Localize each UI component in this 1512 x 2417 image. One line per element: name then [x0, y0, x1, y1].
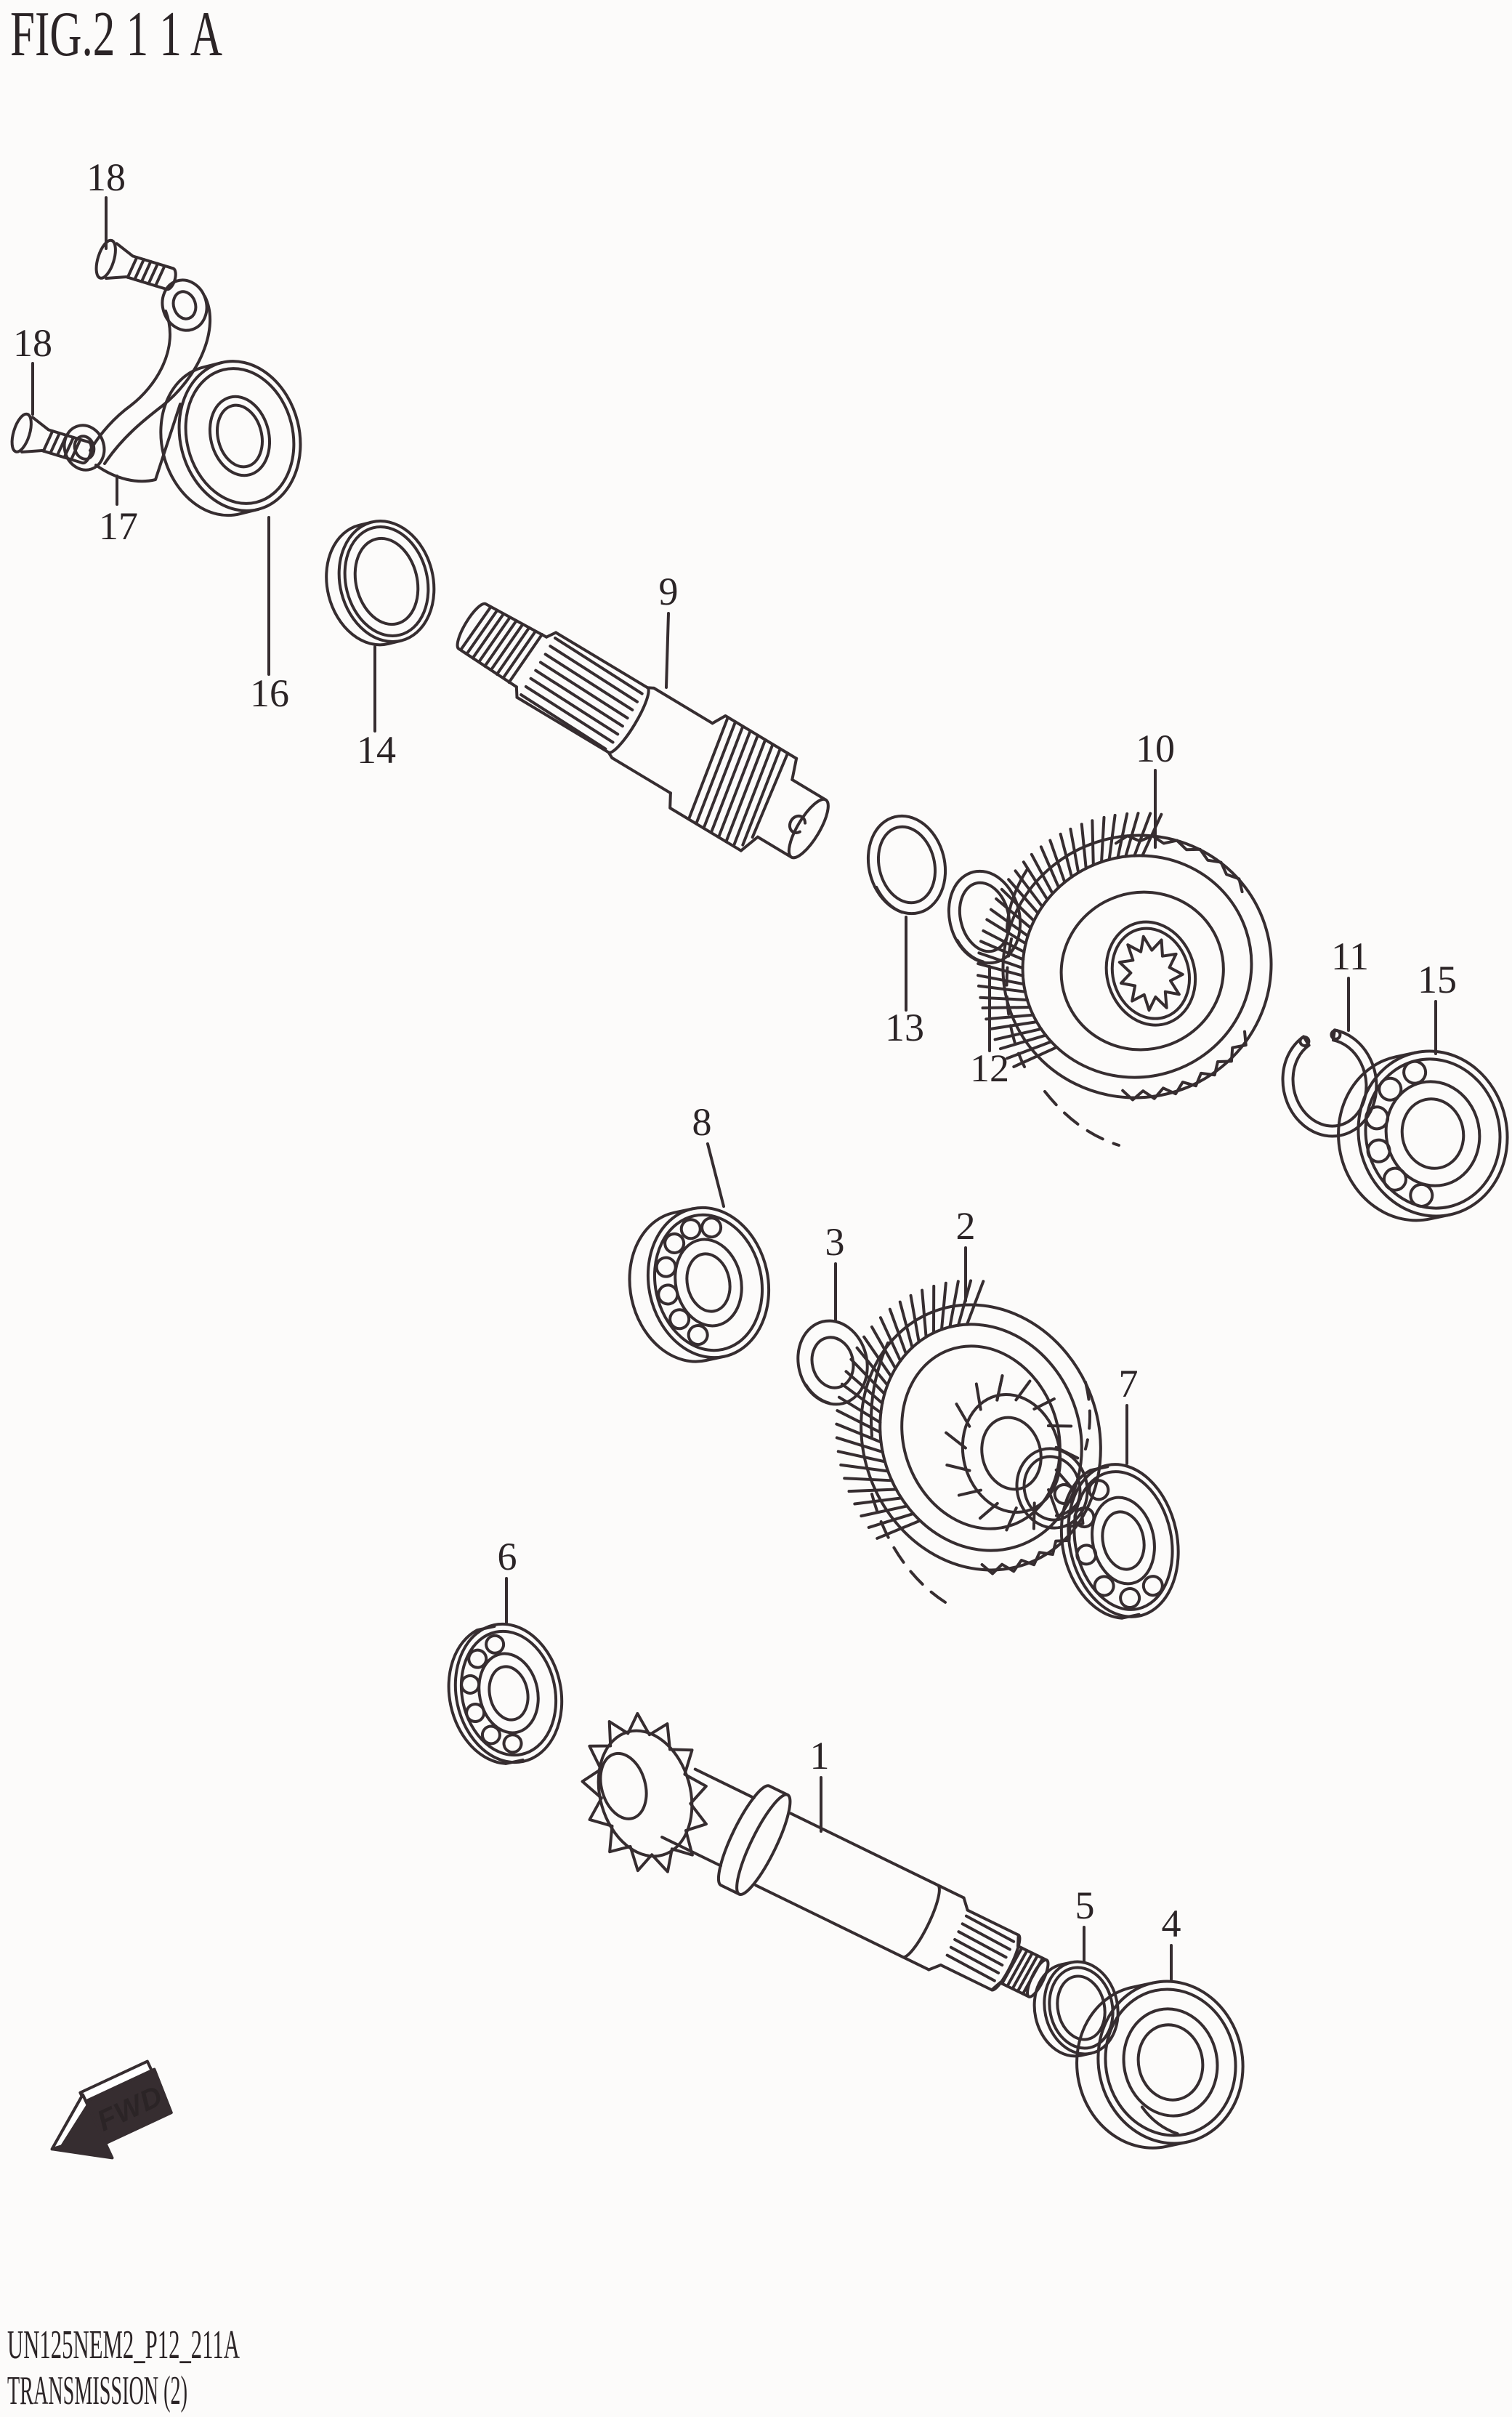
figure-title: FIG.2 1 1 A — [10, 0, 222, 70]
part-label-4: 4 — [1162, 1902, 1181, 1945]
part-washer-middle — [796, 1319, 869, 1406]
part-bearing-lower-right — [1059, 1463, 1180, 1620]
part-label-8: 8 — [692, 1100, 712, 1144]
part-bearing-lower-left — [447, 1622, 564, 1765]
part-label-3: 3 — [825, 1220, 845, 1264]
part-label-9: 9 — [659, 570, 679, 613]
part-countershaft — [456, 602, 830, 860]
part-label-16: 16 — [250, 671, 289, 715]
part-label-18-upper: 18 — [86, 156, 126, 199]
part-label-10: 10 — [1136, 727, 1175, 770]
part-label-6: 6 — [498, 1535, 517, 1578]
part-oil-seal-upper — [325, 520, 436, 647]
part-flat-screw-left — [7, 410, 98, 475]
part-label-15: 15 — [1418, 958, 1457, 1001]
part-label-14: 14 — [357, 728, 396, 772]
part-label-13: 13 — [885, 1006, 924, 1049]
part-label-7: 7 — [1119, 1362, 1139, 1405]
part-number-labels: 18 18 17 16 14 9 13 12 10 11 15 8 3 2 7 … — [13, 156, 1457, 1945]
part-bearing-upper — [159, 360, 302, 517]
part-label-11: 11 — [1331, 935, 1369, 978]
drawing-caption: TRANSMISSION (2) — [7, 2368, 187, 2413]
part-final-driven-gear — [977, 812, 1273, 1147]
leader-lines — [31, 196, 1437, 1981]
part-label-5: 5 — [1075, 1884, 1095, 1927]
fwd-arrow: FWD — [50, 2059, 173, 2160]
part-label-18-left: 18 — [13, 321, 52, 365]
drawing-code: UN125NEM2_P12_211A — [7, 2323, 240, 2368]
part-bearing-bottom — [1075, 1980, 1245, 2150]
part-label-12: 12 — [970, 1046, 1009, 1090]
part-bearing-middle — [628, 1206, 771, 1363]
part-label-2: 2 — [956, 1204, 976, 1248]
part-spacer-seal — [1032, 1960, 1120, 2058]
part-label-1: 1 — [810, 1734, 830, 1778]
part-final-drive-gear — [835, 1279, 1102, 1606]
part-label-17: 17 — [99, 504, 138, 548]
part-bearing-right — [1337, 1049, 1509, 1222]
part-washer-large — [866, 814, 947, 916]
